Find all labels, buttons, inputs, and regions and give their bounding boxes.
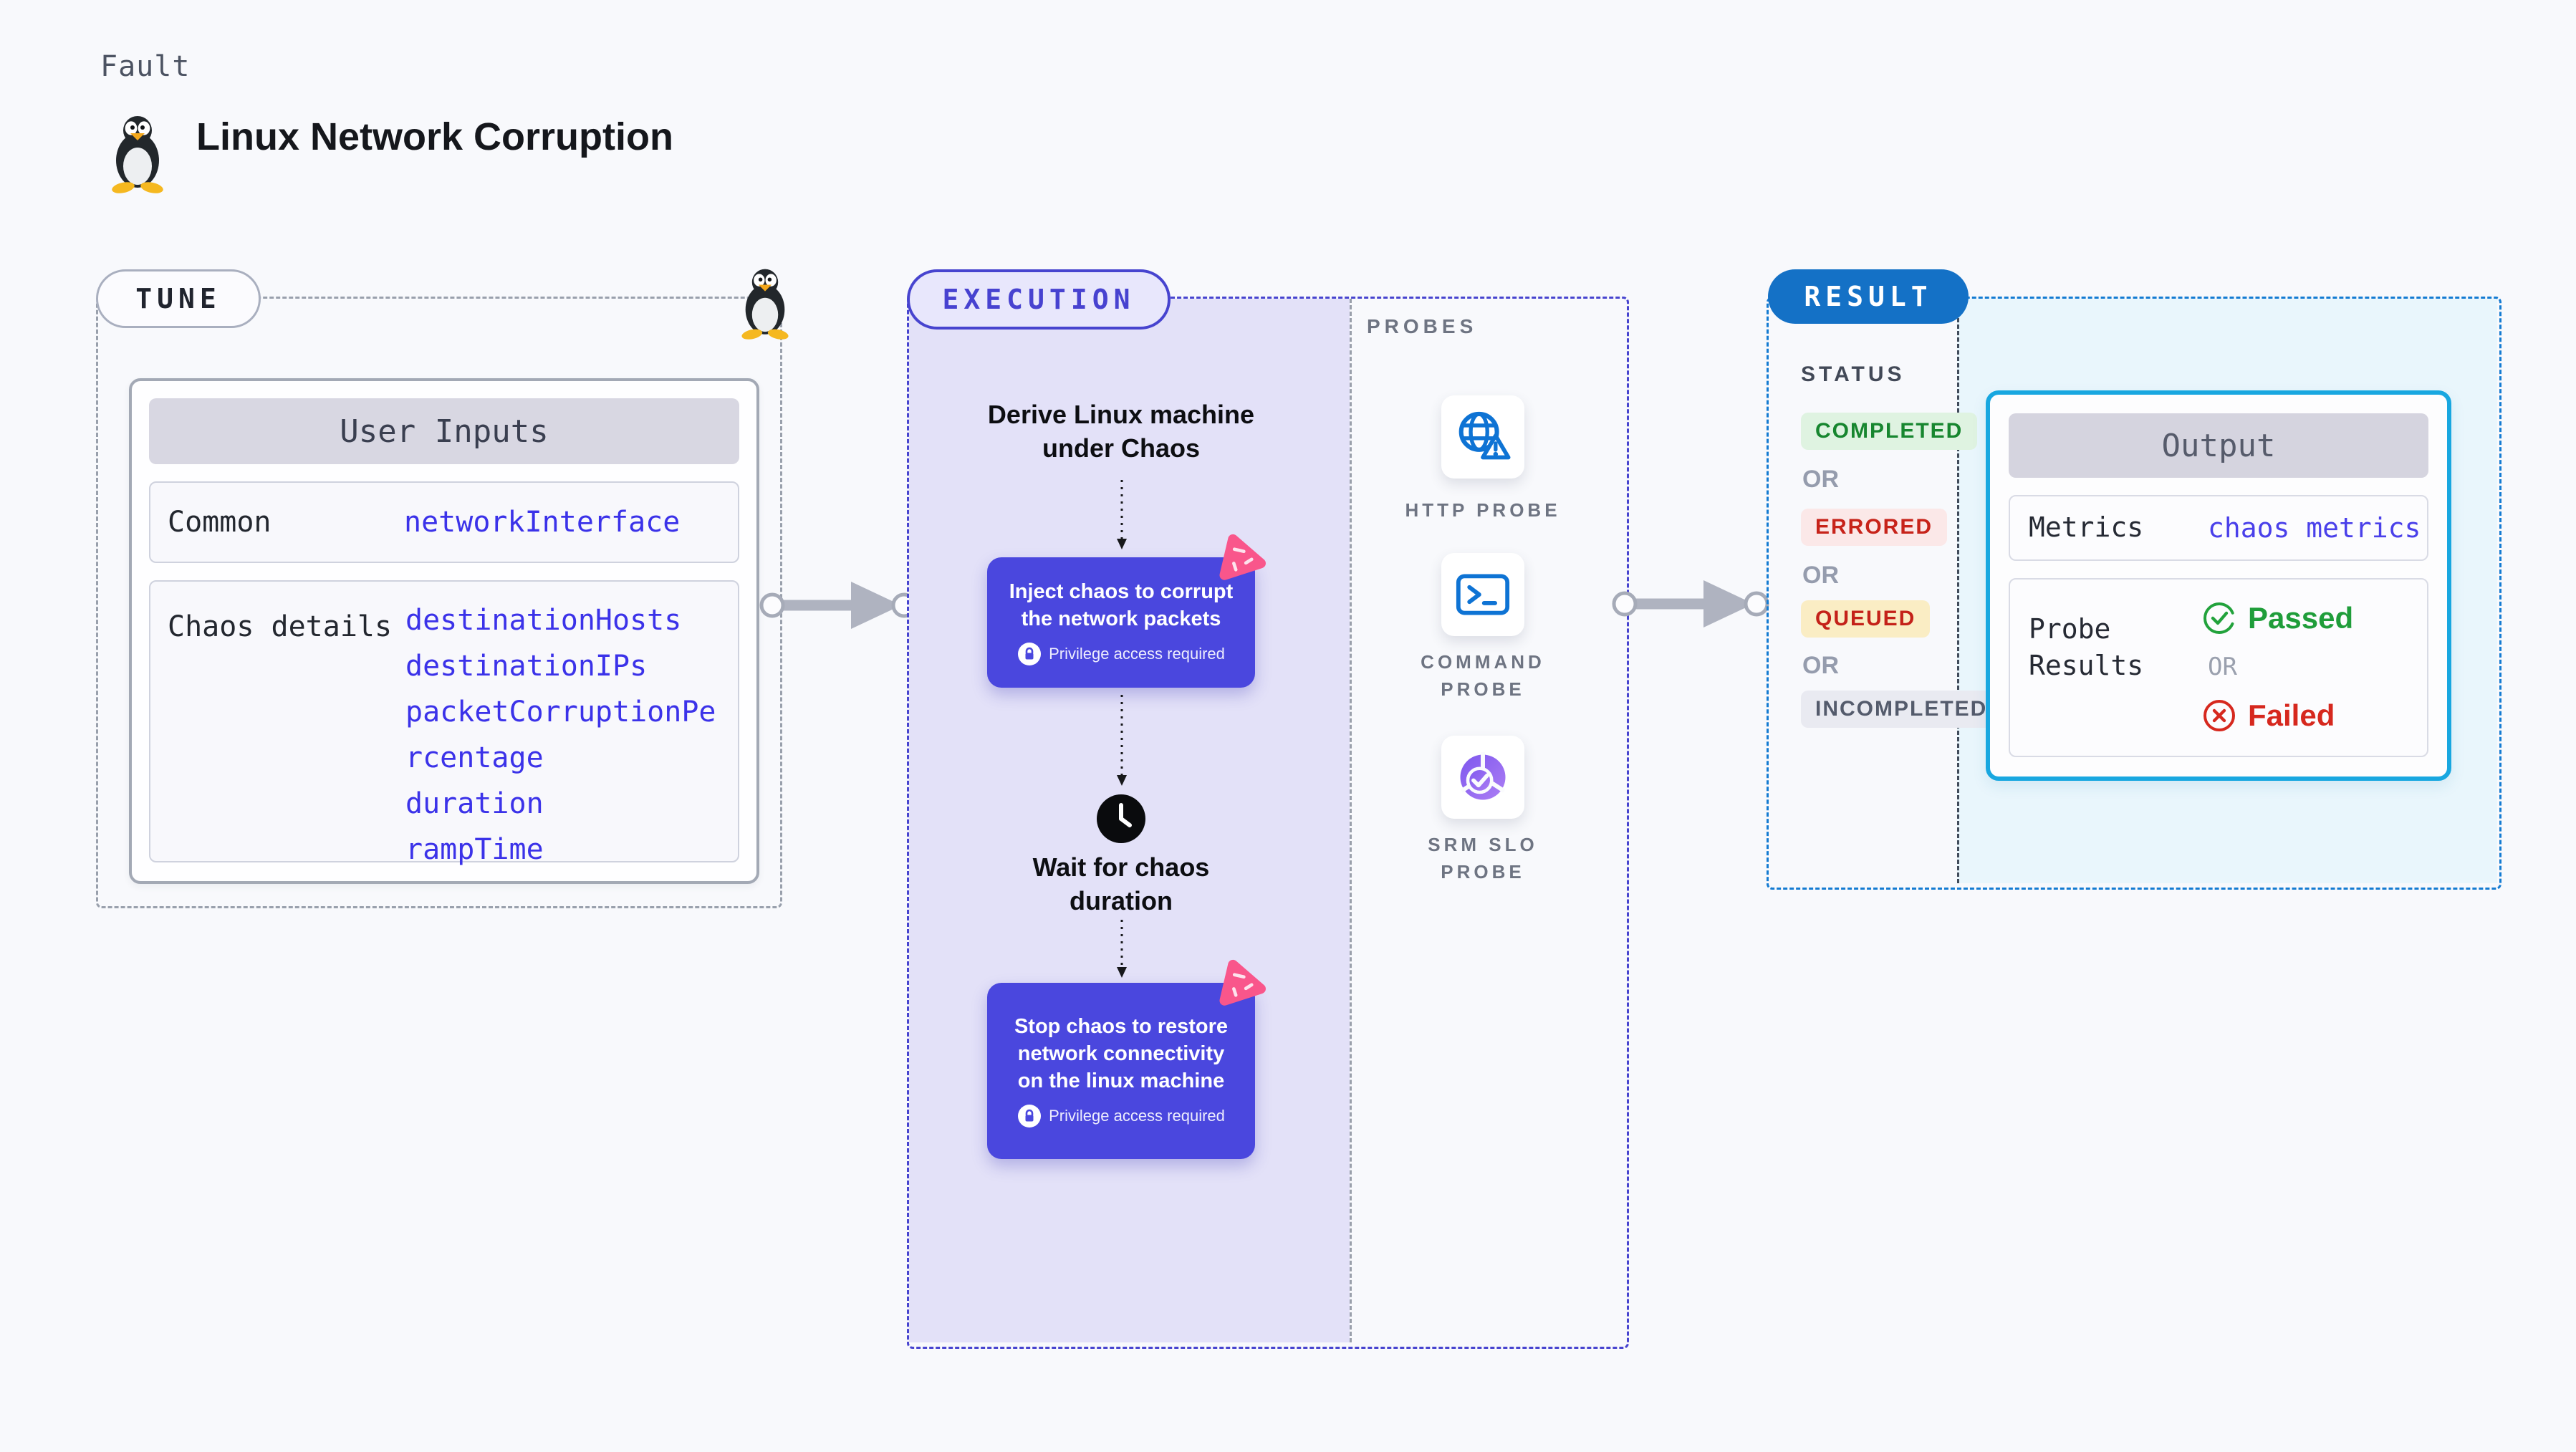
fault-kicker: Fault [100, 50, 191, 83]
result-section [1767, 297, 2501, 890]
status-badge-queued: QUEUED [1801, 600, 1931, 638]
tux-penguin-small-icon [741, 269, 789, 340]
globe-warning-icon [1458, 411, 1511, 460]
status-badge-incompleted: INCOMPLETED [1801, 691, 2002, 728]
flow-arrow-down-icon [1117, 480, 1127, 549]
page-title: Linux Network Corruption [196, 115, 673, 158]
chaos-fault-pink-icon [1219, 534, 1266, 580]
input-row-chaos-details: Chaos details destinationHosts destinati… [149, 580, 739, 866]
passed-row: Passed [2202, 601, 2353, 635]
failed-row: Failed [2202, 698, 2353, 733]
metrics-value[interactable]: chaos metrics [2208, 512, 2421, 544]
output-title: Output [2009, 413, 2428, 478]
stop-chaos-text: Stop chaos to restore network connectivi… [1014, 1015, 1229, 1092]
srm-slo-probe-label: SRM SLO PROBE [1428, 834, 1538, 883]
failed-label: Failed [2248, 698, 2335, 732]
execution-probes-divider [1350, 299, 1352, 1342]
terminal-icon [1456, 574, 1510, 615]
command-probe-tile[interactable] [1441, 553, 1524, 636]
probe-results-label: Probe Results [2029, 613, 2144, 682]
flow-arrow-down-icon [1117, 920, 1127, 978]
input-value[interactable]: rampTime [405, 833, 544, 866]
user-inputs-card: User Inputs Common networkInterface Chao… [129, 378, 759, 884]
metrics-label: Metrics [2029, 511, 2144, 544]
lock-icon [1018, 642, 1042, 665]
privilege-note: Privilege access required [1049, 1106, 1225, 1125]
execution-section [907, 297, 1629, 1349]
status-badge-completed: COMPLETED [1801, 413, 1978, 450]
srm-slo-probe-tile[interactable] [1441, 736, 1524, 819]
privilege-note: Privilege access required [1049, 644, 1225, 663]
clock-icon [1097, 794, 1145, 843]
or-label: OR [1802, 562, 1839, 589]
http-probe-label: HTTP PROBE [1405, 499, 1561, 521]
lock-icon [1018, 1104, 1042, 1128]
or-label: OR [1802, 466, 1839, 493]
inject-chaos-node[interactable]: Inject chaos to corrupt the network pack… [987, 557, 1255, 688]
status-title: STATUS [1801, 362, 1905, 386]
output-card: Output Metrics chaos metrics Probe Resul… [1986, 390, 2451, 781]
probes-title: PROBES [1367, 315, 1478, 337]
privilege-row: Privilege access required [1017, 642, 1225, 666]
result-badge[interactable]: RESULT [1768, 269, 1969, 324]
privilege-row: Privilege access required [1017, 1104, 1225, 1128]
input-value[interactable]: destinationHosts [405, 604, 682, 637]
stop-chaos-node[interactable]: Stop chaos to restore network connectivi… [987, 983, 1255, 1159]
probe-results-values: Passed OR Failed [2202, 601, 2353, 733]
x-circle-icon [2203, 700, 2235, 731]
input-value[interactable]: packetCorruptionPercentage [405, 696, 716, 774]
wait-step-text: Wait for chaos duration [1032, 852, 1210, 915]
execution-badge[interactable]: EXECUTION [907, 269, 1171, 330]
input-row-label: Common [168, 506, 271, 539]
or-label: OR [1802, 652, 1839, 679]
execution-to-result-arrow [1612, 580, 1769, 628]
input-value[interactable]: destinationIPs [405, 650, 648, 683]
flow-arrow-down-icon [1117, 695, 1127, 786]
passed-label: Passed [2248, 601, 2354, 635]
input-row-label: Chaos details [168, 610, 393, 643]
tux-penguin-icon [112, 116, 163, 193]
probe-results-row: Probe Results Passed OR Faile [2009, 578, 2428, 757]
chaos-fault-pink-icon [1219, 959, 1266, 1006]
check-circle-icon [2203, 602, 2235, 634]
tune-badge[interactable]: TUNE [96, 269, 261, 328]
or-label: OR [2208, 653, 2237, 681]
inject-chaos-text: Inject chaos to corrupt the network pack… [1009, 580, 1234, 630]
metrics-row: Metrics chaos metrics [2009, 495, 2428, 561]
http-probe-tile[interactable] [1441, 395, 1524, 479]
user-inputs-title: User Inputs [149, 398, 739, 464]
slo-donut-check-icon [1460, 752, 1506, 800]
command-probe-label: COMMAND PROBE [1421, 651, 1545, 700]
chaos-values-list: destinationHosts destinationIPs packetCo… [405, 597, 725, 872]
derive-step-text: Derive Linux machine under Chaos [987, 400, 1255, 463]
tune-to-execution-arrow [759, 582, 917, 629]
input-value[interactable]: networkInterface [404, 506, 681, 539]
status-badge-errored: ERRORED [1801, 509, 1948, 546]
input-value[interactable]: duration [405, 787, 544, 820]
input-row-common: Common networkInterface [149, 481, 739, 563]
